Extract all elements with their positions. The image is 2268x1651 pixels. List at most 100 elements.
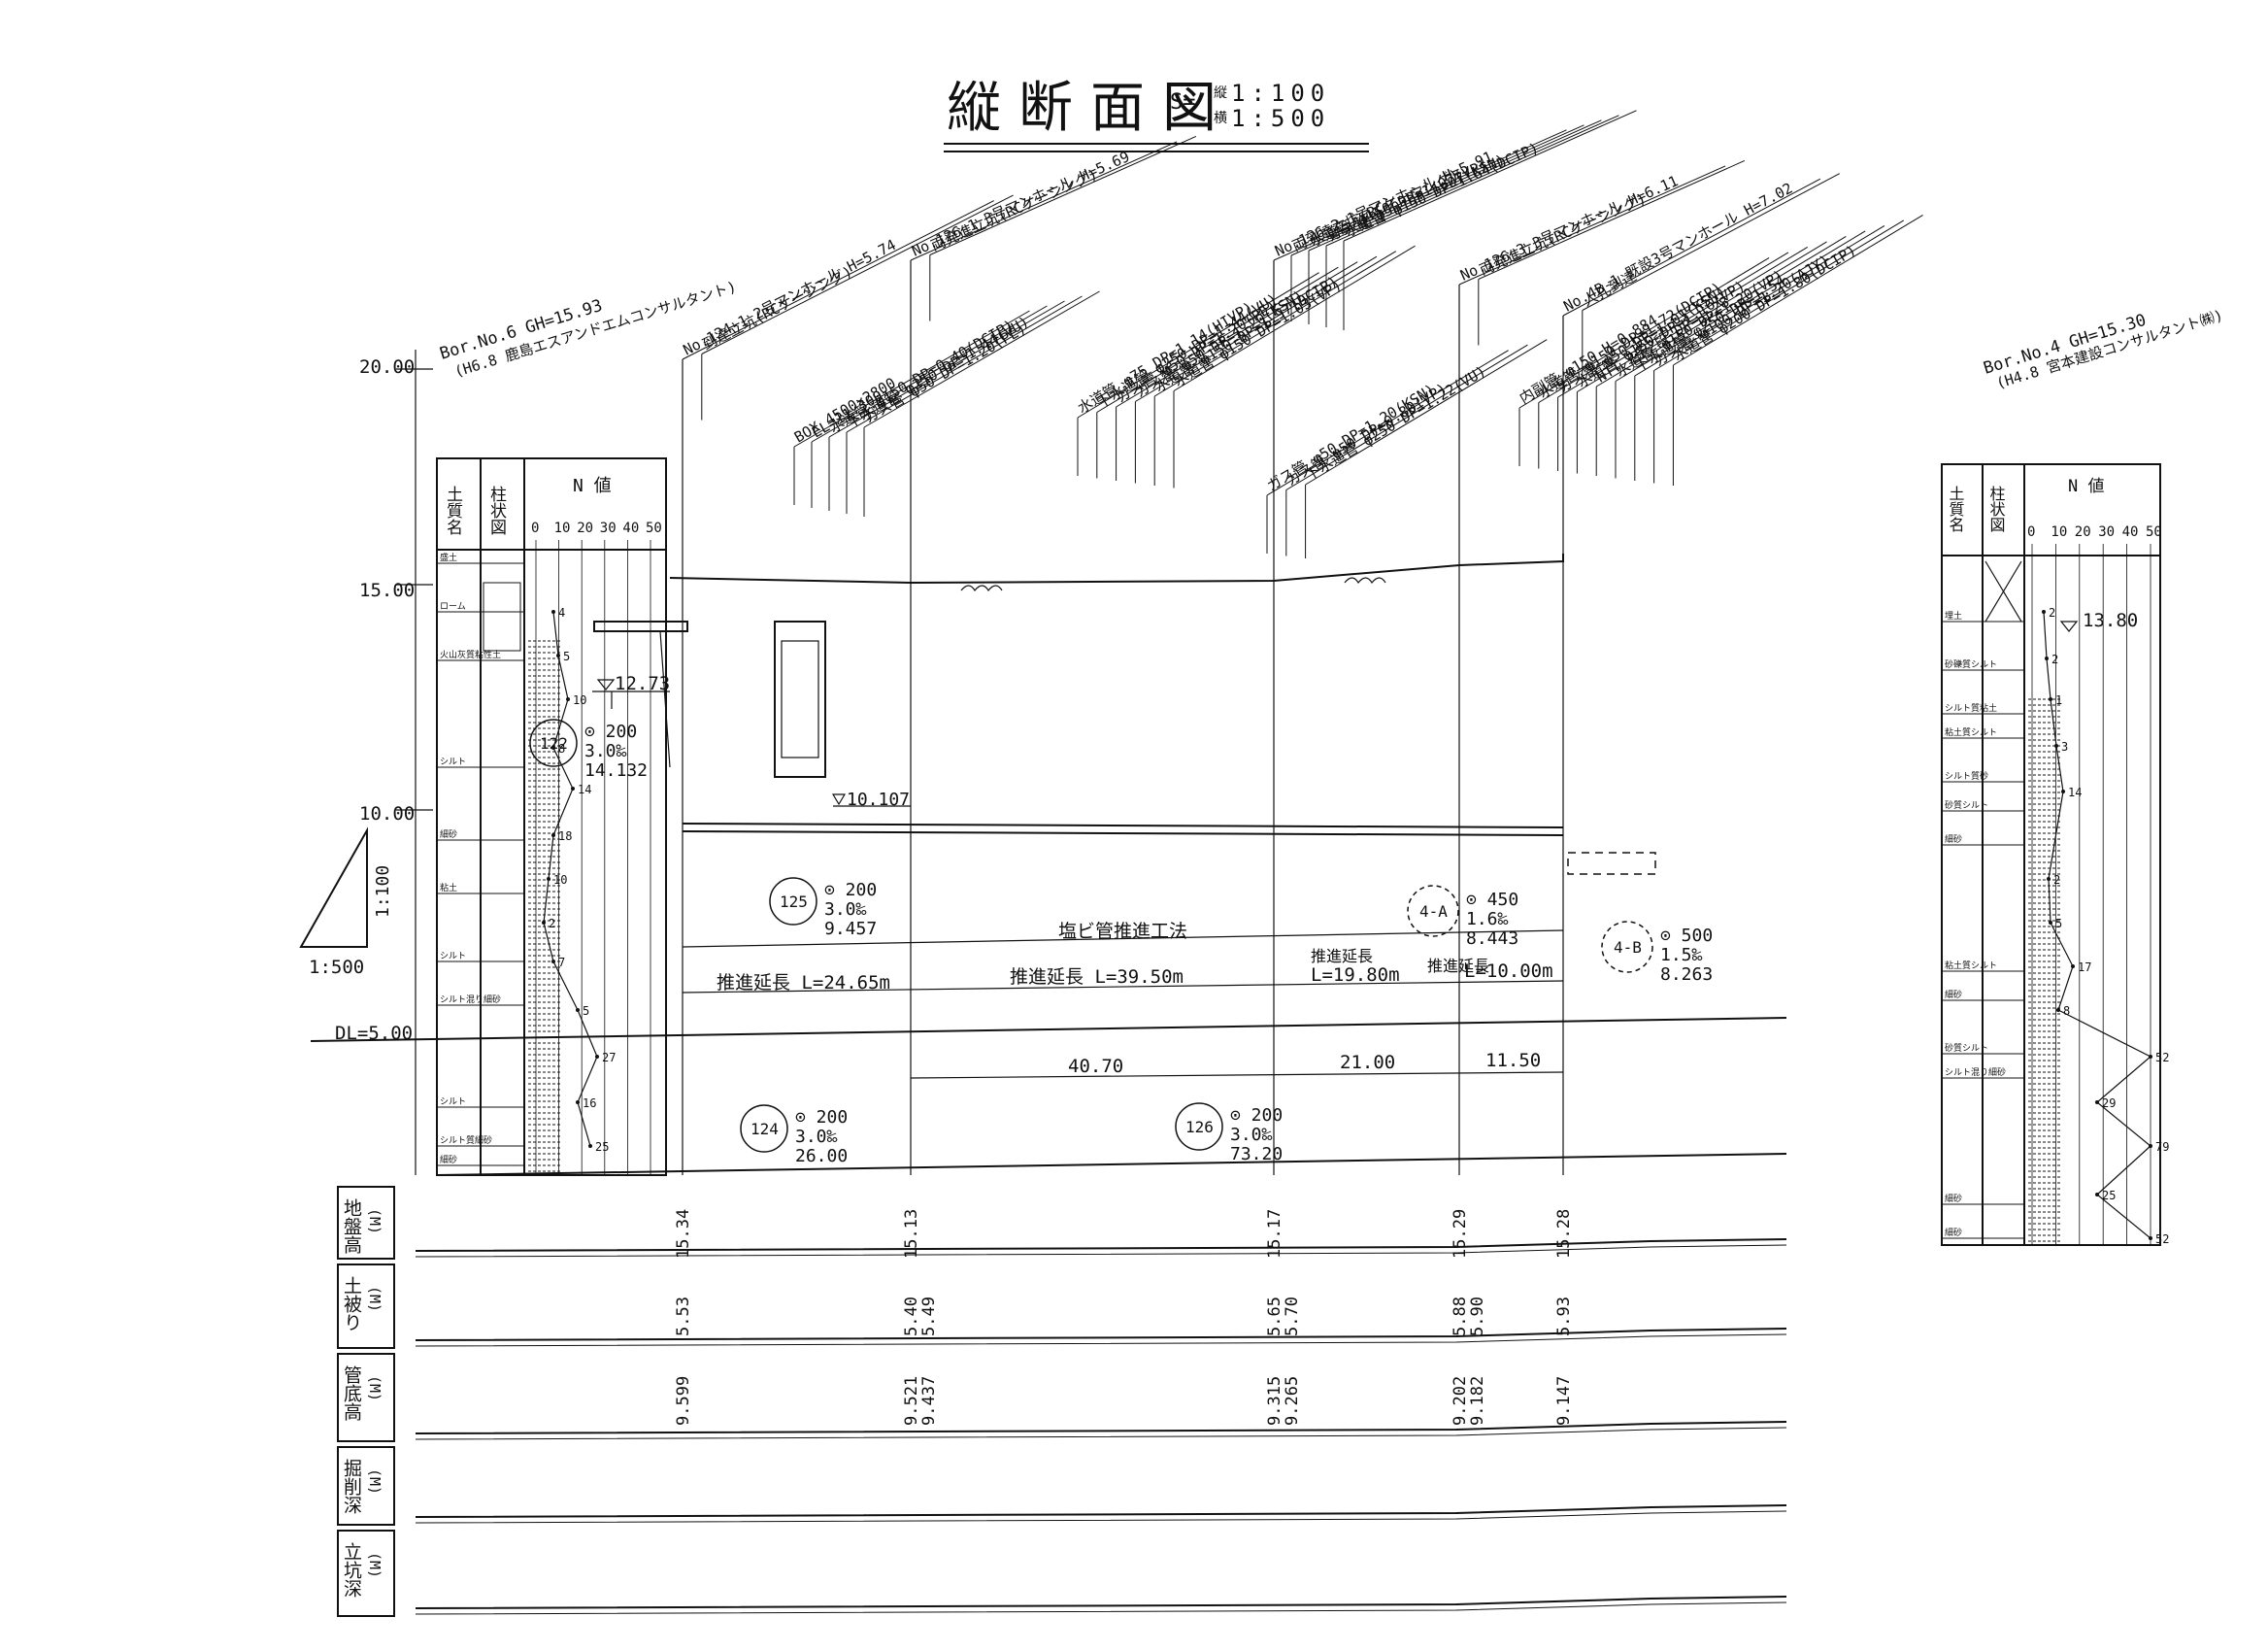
table-cell: 5.40: [902, 1297, 921, 1336]
scale-vertical: 1:100: [1231, 80, 1330, 107]
soil-layer-label: 砂質シルト: [1945, 1042, 1988, 1054]
elevation-label: 20.00: [359, 356, 415, 378]
callouts: No.124-1 2号マンホール H=5.74到達立坑(RCケーシング)No.1…: [681, 110, 1923, 558]
box-culvert: 10.107: [774, 621, 911, 810]
table-cell: 9.521: [902, 1376, 921, 1426]
n-value-point: 2: [2049, 606, 2055, 620]
pipe-length: 73.20: [1230, 1144, 1283, 1164]
n-value-point: 10: [553, 873, 567, 887]
soil-layer-label: 細砂: [440, 1154, 457, 1165]
push-length-4-label: 推進延長: [1427, 957, 1489, 975]
soil-layer-label: シルト質砂: [1945, 770, 1988, 782]
station-lines: [682, 260, 1564, 1175]
title-block: 縦断面図 S= 縦 1:100 横 1:500: [944, 77, 1369, 152]
table-cell: 5.65: [1265, 1297, 1284, 1336]
soil-layer-label: 細砂: [1945, 1193, 1962, 1204]
n-axis-tick: 0: [531, 521, 539, 536]
pipe-diameter: ⊙ 200: [795, 1107, 848, 1128]
table-row-label: 地盤高: [341, 1198, 362, 1254]
pipe-diameter: ⊙ 200: [584, 722, 637, 742]
table-cell: 9.315: [1265, 1376, 1284, 1426]
distance-3: 11.50: [1485, 1050, 1541, 1071]
table-cell: 5.70: [1283, 1297, 1302, 1336]
ground-symbol: [960, 585, 1003, 592]
table-cell: 15.34: [674, 1209, 693, 1259]
header-column: 柱状図: [486, 486, 507, 535]
table-row-label: 立坑深: [341, 1542, 362, 1598]
table-row-label: 管底高: [341, 1365, 362, 1421]
table-cell: 15.17: [1265, 1209, 1284, 1259]
scale-horizontal-label: 横: [1214, 111, 1227, 126]
scale-vertical-label: 縦: [1214, 85, 1227, 101]
n-value-point: 14: [2068, 786, 2082, 799]
n-value-point: 8: [2063, 1004, 2070, 1018]
soil-layer-label: 細砂: [1945, 1227, 1962, 1238]
table-row-unit: (M): [366, 1286, 384, 1312]
header-soil-name: 土質名: [1947, 486, 1965, 532]
n-value-point: 5: [2055, 917, 2062, 930]
callout-text: ガス管 φ50 DP=1.20(PE): [861, 320, 1029, 426]
n-value-point: 7: [558, 956, 565, 969]
soil-layer-label: 盛土: [440, 552, 457, 563]
construction-annotations: 塩ビ管推進工法 推進延長 L=24.65m 推進延長 L=39.50m 推進延長…: [717, 921, 1553, 1077]
n-axis-tick: 30: [2098, 524, 2115, 540]
pipe-number: 125: [780, 893, 808, 911]
pipe-grade: 3.0‰: [1230, 1125, 1273, 1145]
pipe-number: 122: [540, 734, 568, 753]
pipe-detail-left: 12.73: [592, 621, 688, 768]
pipe-number: 4-A: [1419, 902, 1448, 921]
n-axis-tick: 10: [2051, 524, 2067, 540]
soil-layer-label: 細砂: [1945, 833, 1962, 845]
pipe-number: 124: [750, 1120, 779, 1138]
soil-layer-label: 砂質シルト: [1945, 799, 1988, 811]
table-cell: 9.437: [919, 1376, 939, 1426]
n-axis-tick: 20: [2075, 524, 2091, 540]
n-value-point: 4: [558, 606, 565, 620]
table-row-unit: (M): [366, 1552, 384, 1578]
n-value-point: 5: [583, 1004, 589, 1018]
scale-prefix: S=: [1170, 90, 1196, 115]
pipe-invert-level: 14.132: [584, 760, 648, 781]
table-cell: 5.49: [919, 1297, 939, 1336]
header-soil-name: 土質名: [443, 486, 463, 535]
soil-layer-label: ローム: [440, 601, 466, 612]
ground-line: [669, 554, 1564, 585]
soil-layer-label: 粘土質シルト: [1945, 726, 1997, 738]
n-axis-tick: 0: [2027, 524, 2035, 540]
table-row-unit: (M): [366, 1468, 384, 1495]
pipe-grade: 1.5‰: [1660, 945, 1703, 965]
callout-text: 到達立坑(RCケーシング): [699, 262, 854, 354]
soil-layer-label: 細砂: [1945, 989, 1962, 1000]
scale-triangle: 1:100 1:500: [299, 826, 393, 978]
scale-horizontal: 1:500: [1231, 105, 1330, 132]
scale-triangle-horizontal: 1:500: [309, 957, 364, 978]
pipe-length: 26.00: [795, 1146, 848, 1166]
soil-layer-label: シルト: [440, 1097, 466, 1107]
callout-c6: ガス管 φ50 DP=1.20(KSN)ガス管 φ50 DP=0.80(VP)下…: [1264, 339, 1548, 558]
pipe-invert-level: 8.443: [1466, 928, 1518, 949]
soil-layer-label: 埋土: [1945, 610, 1962, 622]
pipe-diameter: ⊙ 200: [1230, 1105, 1283, 1126]
push-length-1: 推進延長 L=24.65m: [717, 972, 890, 994]
table-cell: 15.29: [1451, 1209, 1470, 1259]
drawing-title: 縦断面図: [947, 77, 1234, 140]
pipe-invert-level: 9.457: [824, 919, 877, 939]
header-column: 柱状図: [1987, 486, 2006, 532]
soil-layer-label: シルト質粘土: [1945, 702, 1997, 714]
soil-layer-label: 粘土: [440, 882, 457, 893]
soil-layer-label: 砂礫質シルト: [1945, 658, 1997, 670]
distance-2: 21.00: [1340, 1052, 1395, 1073]
table-cell: 15.28: [1554, 1209, 1574, 1259]
method-label: 塩ビ管推進工法: [1058, 921, 1187, 942]
water-level-right: 13.80: [2083, 610, 2138, 631]
n-value-point: 8: [558, 742, 565, 756]
push-length-2: 推進延長 L=39.50m: [1010, 966, 1184, 988]
ground-symbol: [1344, 577, 1386, 585]
table-row-label: 土被り: [341, 1276, 362, 1331]
